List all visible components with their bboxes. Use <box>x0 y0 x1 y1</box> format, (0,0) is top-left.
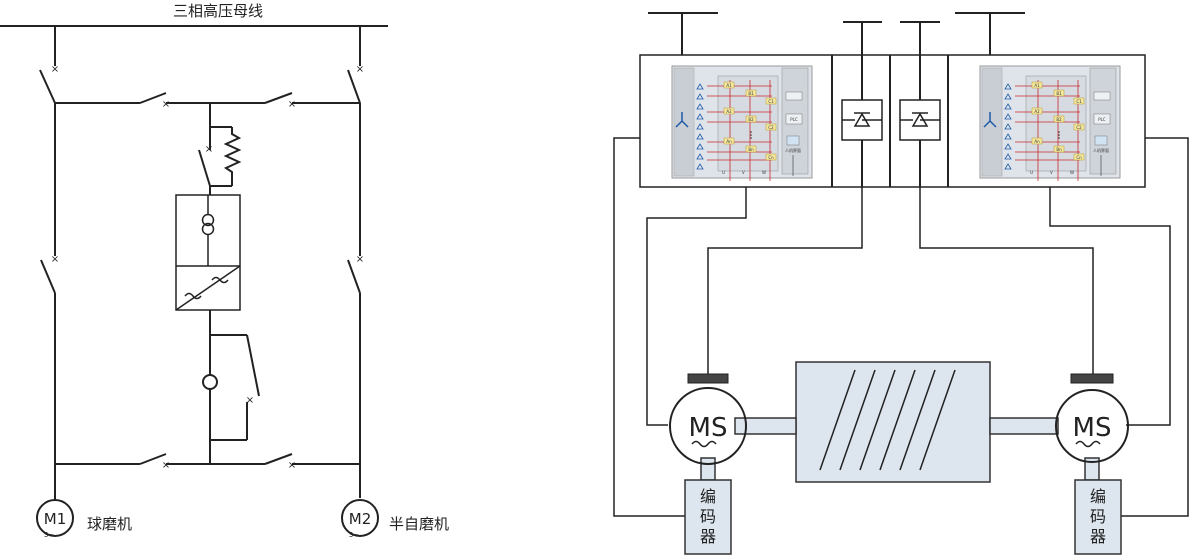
svg-text:Cn: Cn <box>1076 155 1082 160</box>
motor-m2-label: 半自磨机 <box>389 515 449 533</box>
svg-text:A1: A1 <box>726 83 732 88</box>
svg-text:B2: B2 <box>1056 117 1062 122</box>
svg-text:×: × <box>162 99 170 110</box>
svg-text:Bn: Bn <box>1056 147 1062 152</box>
inverter-icon <box>175 265 241 311</box>
right-disconnector-top <box>347 69 361 104</box>
svg-text:编: 编 <box>1090 487 1106 506</box>
cross-mark: × <box>51 254 59 265</box>
svg-text:器: 器 <box>1090 527 1106 546</box>
right-system-diagram: A1 B1 C1 A2 B2 C2 An Bn Cn U V W PLC 人机界… <box>613 12 1189 555</box>
svg-text:An: An <box>1034 139 1040 144</box>
motor-m2-symbol: M2 <box>349 510 372 528</box>
motor-m2: M2 3~ 半自磨机 <box>341 499 449 539</box>
sync-motor-left: MS <box>669 373 747 465</box>
svg-text:×: × <box>162 460 170 471</box>
svg-text:A2: A2 <box>726 109 732 114</box>
left-disconnector-bottom <box>40 259 56 294</box>
encoder-right: 编 码 器 <box>1074 479 1122 555</box>
svg-text:B1: B1 <box>748 91 754 96</box>
field-wiring <box>613 137 1189 517</box>
svg-text:器: 器 <box>700 527 716 546</box>
encoder-left: 编 码 器 <box>684 479 732 555</box>
svg-text:A2: A2 <box>1034 109 1040 114</box>
svg-text:V: V <box>1050 170 1053 175</box>
sync-motor-left-symbol: MS <box>689 413 728 443</box>
sync-motor-right-symbol: MS <box>1073 413 1112 443</box>
svg-text:编: 编 <box>700 487 716 506</box>
svg-text:An: An <box>726 139 732 144</box>
svg-text:W: W <box>1070 170 1074 175</box>
svg-text:码: 码 <box>1090 507 1106 526</box>
converter-block <box>175 194 241 311</box>
rectifier-unit-right <box>899 55 941 187</box>
svg-text:U: U <box>722 170 725 175</box>
svg-text:C1: C1 <box>1076 99 1082 104</box>
svg-text:×: × <box>246 395 254 406</box>
right-branch: × × <box>347 26 364 498</box>
motor-m1: M1 3~ 球磨机 <box>36 499 132 539</box>
sync-motor-right: MS <box>1055 373 1129 463</box>
svg-text:人机界面: 人机界面 <box>785 147 801 153</box>
right-disconnector-bottom <box>347 259 361 294</box>
transformer-icon <box>201 213 215 227</box>
cross-mark: × <box>356 64 364 75</box>
breaker-symbol <box>202 374 218 391</box>
svg-text:B1: B1 <box>1056 91 1062 96</box>
shaft-left <box>734 417 797 435</box>
cross-mark: × <box>51 64 59 75</box>
svg-text:Cn: Cn <box>768 155 774 160</box>
left-single-line-diagram: 三相高压母线 × × × × × × <box>0 2 449 539</box>
motor-m2-phase: 3~ <box>349 531 359 539</box>
top-crossfeed: × × <box>55 92 360 110</box>
encoder-shaft-left <box>700 457 716 481</box>
rectifier-unit-left <box>841 55 883 187</box>
svg-text:PLC: PLC <box>790 117 798 122</box>
svg-text:C2: C2 <box>1076 125 1082 130</box>
vfd-cabinet-right: A1 B1 C1 A2 B2 C2 An Bn Cn U V W PLC 人机界… <box>979 65 1121 181</box>
motor-m1-phase: 3~ <box>44 531 54 539</box>
precharge-resistor <box>223 127 242 186</box>
bottom-crossfeed: × × <box>55 453 360 471</box>
shaft-right <box>989 417 1059 435</box>
bus-label: 三相高压母线 <box>173 2 263 20</box>
svg-text:×: × <box>288 460 296 471</box>
left-branch: × × <box>39 26 59 500</box>
svg-text:人机界面: 人机界面 <box>1093 147 1109 153</box>
svg-text:×: × <box>205 144 213 155</box>
left-disconnector-top <box>39 69 56 104</box>
vfd-cabinet-left: A1 B1 C1 A2 B2 C2 An Bn Cn U V W PLC 人机界… <box>671 65 813 181</box>
svg-text:W: W <box>762 170 766 175</box>
motor-m1-symbol: M1 <box>44 510 67 528</box>
svg-text:B2: B2 <box>748 117 754 122</box>
svg-text:C2: C2 <box>768 125 774 130</box>
svg-text:PLC: PLC <box>1098 117 1106 122</box>
top-feeders <box>648 12 1025 55</box>
lower-branch: × <box>202 310 260 464</box>
svg-text:A1: A1 <box>1034 83 1040 88</box>
svg-text:U: U <box>1030 170 1033 175</box>
svg-text:码: 码 <box>700 507 716 526</box>
svg-text:×: × <box>288 99 296 110</box>
svg-text:V: V <box>742 170 745 175</box>
svg-text:C1: C1 <box>768 99 774 104</box>
cross-mark: × <box>356 254 364 265</box>
precharge-branch: × <box>198 103 242 195</box>
svg-text:Bn: Bn <box>748 147 754 152</box>
motor-m1-label: 球磨机 <box>87 515 132 533</box>
mill-drum <box>795 361 991 483</box>
